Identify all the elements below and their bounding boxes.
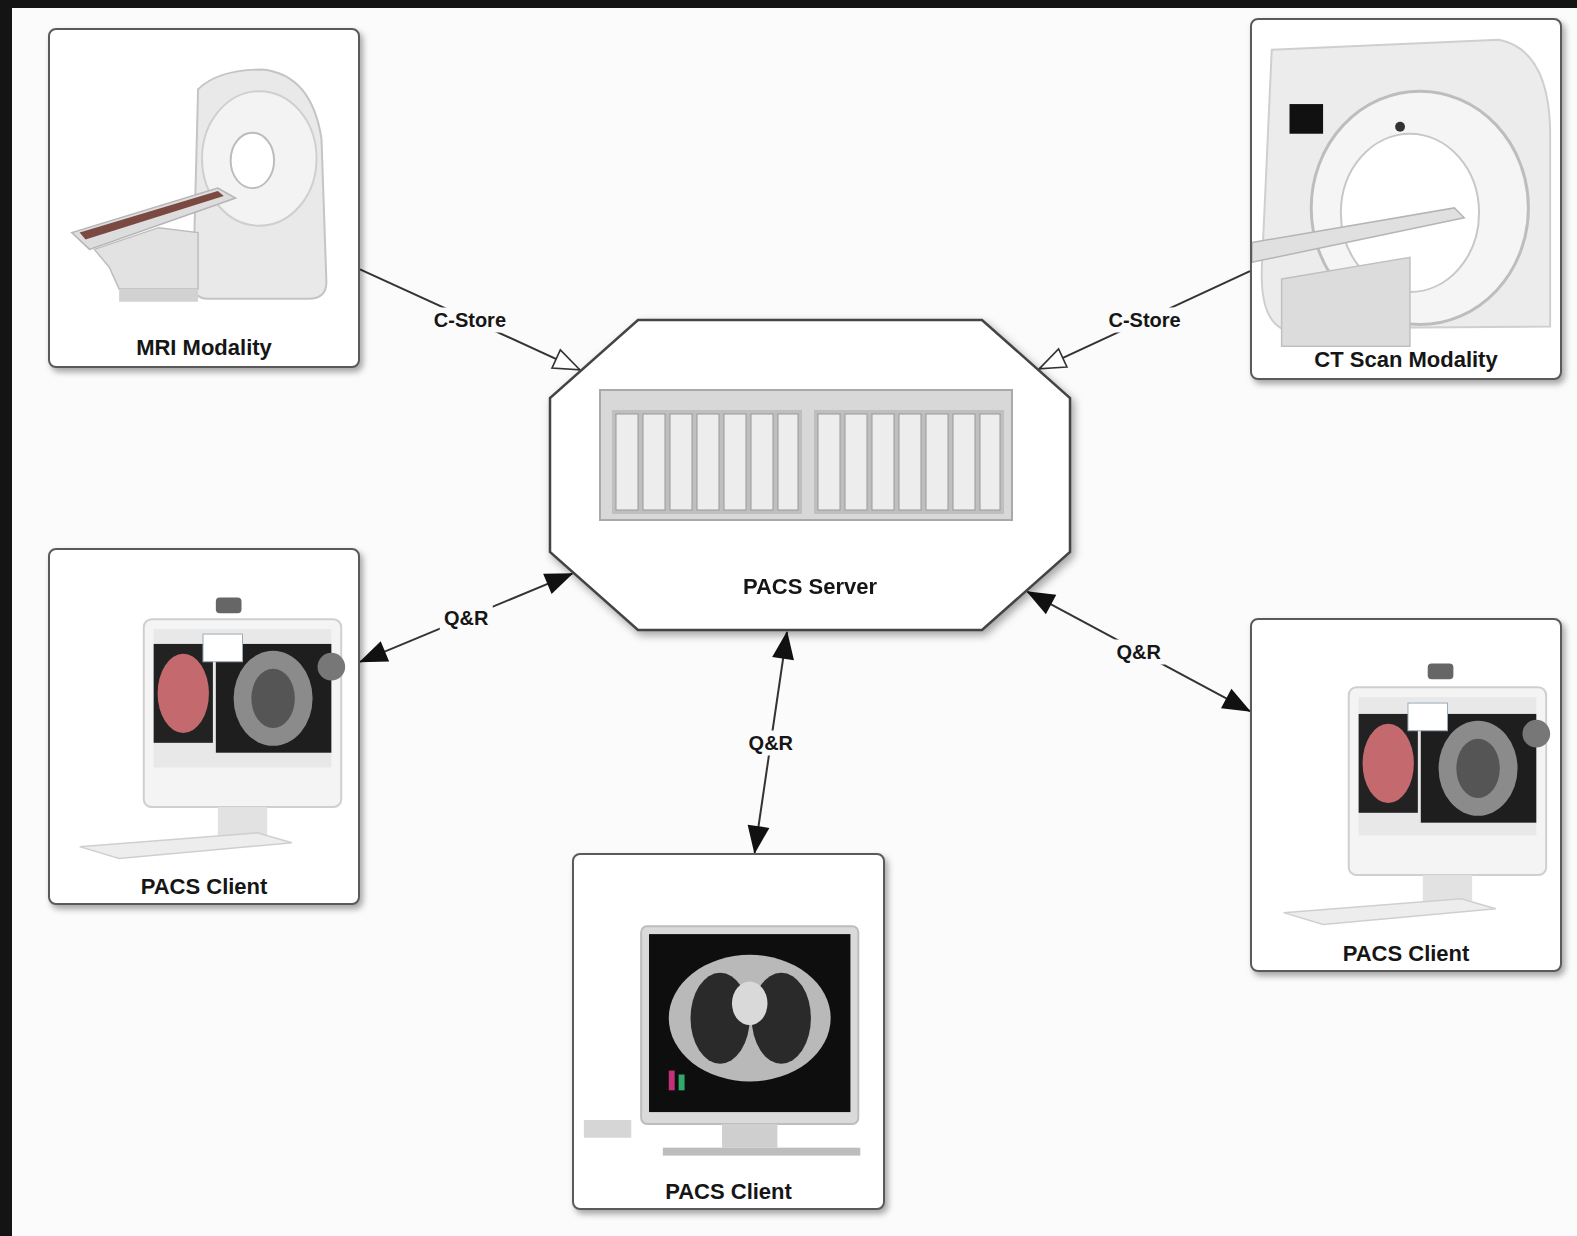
client-box: PACS Client [572,853,885,1210]
connector-arrow [1039,271,1250,369]
modality-box: CT Scan Modality [1250,18,1562,380]
workstation-illustration [50,550,358,903]
workstation-illustration [1252,620,1560,970]
edge-label: C-Store [1104,308,1184,333]
server-node: PACS Server [548,318,1072,632]
scanner-illustration [50,30,358,366]
edge-label: Q&R [440,605,492,630]
connector-arrow [360,269,580,370]
modality-box: MRI Modality [48,28,360,368]
node-label: MRI Modality [136,335,272,360]
node-label: CT Scan Modality [1314,347,1497,372]
connector-arrow [1027,592,1250,712]
edge-label: C-Store [430,307,510,332]
edge-label: Q&R [1112,639,1164,664]
workstation-illustration [574,855,883,1208]
node-label: PACS Client [1343,941,1470,966]
node-label: PACS Server [743,574,877,599]
client-box: PACS Client [48,548,360,905]
client-box: PACS Client [1250,618,1562,972]
node-label: PACS Client [665,1179,792,1204]
scanner-illustration [1252,20,1560,378]
node-label: PACS Client [141,874,268,899]
connector-arrow [360,574,572,662]
edge-label: Q&R [745,730,797,755]
